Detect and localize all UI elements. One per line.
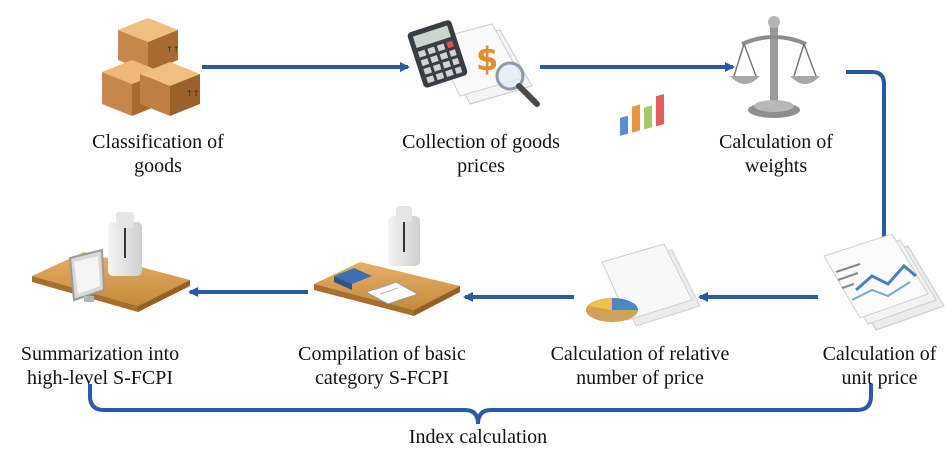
step-label-relative-number-line1: Calculation of relative <box>550 343 730 365</box>
step-label-collection-line1: Collection of goods <box>402 131 560 153</box>
step-label-collection-line2: prices <box>457 155 505 177</box>
calculator-price-icon: $ <box>407 20 540 107</box>
flow-arrows <box>188 62 889 302</box>
step-label-classification-line2: goods <box>134 155 182 177</box>
pie-chart-documents-icon <box>586 94 701 327</box>
step-label-unit-price-line2: unit price <box>841 367 918 389</box>
step-label-summarization-line2: high-level S-FCPI <box>26 367 174 389</box>
step-label-collection: Collection of goods prices <box>376 130 586 178</box>
step-label-unit-price-line1: Calculation of <box>822 343 937 365</box>
person-at-desk-with-books-icon <box>314 206 460 316</box>
balance-scale-icon <box>730 16 820 118</box>
step-label-classification: Classification of goods <box>58 130 258 178</box>
arrow-weights-to-unit-price <box>846 70 889 254</box>
step-label-classification-line1: Classification of <box>92 131 224 153</box>
index-calculation-bracket <box>88 384 873 425</box>
step-label-compilation: Compilation of basic category S-FCPI <box>272 342 492 390</box>
step-label-relative-number: Calculation of relative number of price <box>520 342 760 390</box>
svg-text:↑↑: ↑↑ <box>186 89 199 98</box>
svg-text:$: $ <box>476 40 498 78</box>
svg-text:↑↑: ↑↑ <box>166 45 179 54</box>
step-label-unit-price: Calculation of unit price <box>807 342 952 390</box>
line-chart-documents-icon <box>823 233 945 331</box>
step-label-weights: Calculation of weights <box>686 130 866 178</box>
step-label-compilation-line2: category S-FCPI <box>315 367 449 389</box>
person-at-computer-desk-icon <box>32 212 190 312</box>
step-label-summarization: Summarization into high-level S-FCPI <box>0 342 200 390</box>
index-calculation-caption: Index calculation <box>408 426 548 448</box>
step-label-weights-line1: Calculation of <box>719 131 833 153</box>
step-label-summarization-line1: Summarization into <box>20 343 180 365</box>
step-label-compilation-line1: Compilation of basic <box>298 343 466 365</box>
step-label-weights-line2: weights <box>744 155 808 177</box>
boxes-icon: ↑↑ ↑↑ <box>102 18 200 116</box>
step-label-relative-number-line2: number of price <box>576 367 704 389</box>
